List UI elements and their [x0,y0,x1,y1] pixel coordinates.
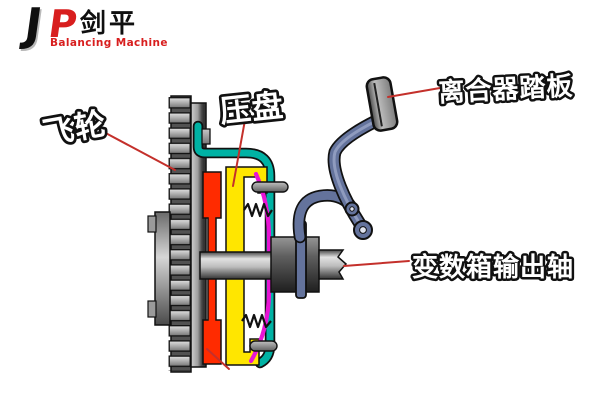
clutch-cover [192,120,276,369]
pressure-plate [225,166,268,366]
label-pressure-plate: 压盘 [218,88,285,130]
jp-balancing-machine-logo: J P 剑平 Balancing Machine [0,0,167,60]
release-bearing-right [305,236,320,293]
label-flywheel: 飞轮 [40,106,109,153]
annotation-line-clutch-disc [206,348,230,370]
flywheel-ring-gear-teeth [168,97,191,371]
pedal-pad-groove [373,82,383,127]
flywheel [147,95,207,373]
logo-tagline: Balancing Machine [50,37,168,49]
annotation-lines [99,87,441,370]
fork-pivot-large-hole [359,226,367,234]
guide-pin-top [251,181,289,193]
logo-letter-j: J [21,0,46,51]
pedal-linkage [292,76,399,299]
label-gearbox-output-shaft: 变数箱输出轴 [412,252,574,283]
flywheel-disc [190,102,207,368]
logo-chinese-name: 剑平 [80,9,139,39]
flywheel-hub [154,211,171,326]
annotation-line-flywheel [99,129,176,171]
release-bearing-left [270,236,299,293]
output-shaft [199,251,274,280]
output-shaft-stub [318,249,348,280]
annotation-line-output-shaft [343,260,410,267]
flywheel-hub-bolt-bottom [147,300,157,318]
clutch-cover-shell [194,122,274,367]
coil-spring-bottom [241,313,272,329]
label-clutch-pedal: 离合器踏板 [438,70,574,108]
annotation-line-pressure-plate [232,119,246,187]
flywheel-hub-bolt-top [147,215,157,233]
pedal-pad [365,76,399,132]
coil-spring-top [243,202,273,218]
guide-pin-bottom [249,340,278,352]
annotation-line-clutch-pedal [387,87,441,98]
cover-mount-stud [201,128,211,145]
output-shaft-assembly [199,236,348,293]
fork-pivot-small-hole [349,206,355,212]
